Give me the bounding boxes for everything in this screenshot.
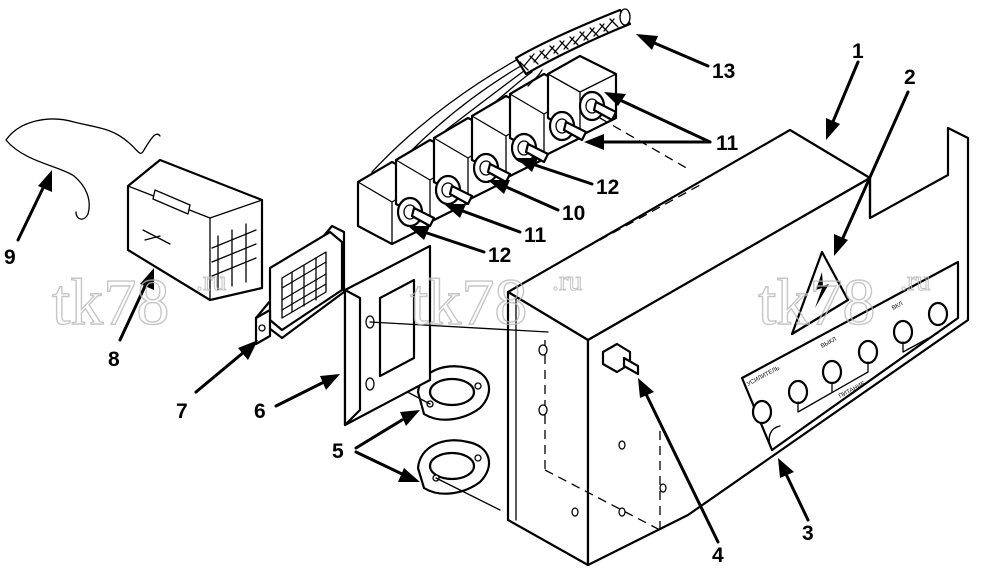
callout-5: 5 <box>332 440 344 463</box>
panel-marking-on: ВКЛ <box>891 301 904 312</box>
callout-9: 9 <box>4 246 16 269</box>
callout-3: 3 <box>802 522 814 545</box>
watermark-text-right: tk78 <box>758 266 875 339</box>
relay <box>126 158 264 302</box>
callout-arrows <box>16 34 910 544</box>
callout-labels: 1 2 3 4 5 6 7 8 9 10 11 11 12 12 13 <box>4 40 916 567</box>
callout-8: 8 <box>108 348 120 371</box>
callout-11-upper: 11 <box>716 132 739 155</box>
callout-10: 10 <box>562 202 585 225</box>
watermark-text-left: tk78 <box>52 266 169 339</box>
callout-4: 4 <box>712 544 724 567</box>
callout-12-lower: 12 <box>488 244 511 267</box>
relay-socket <box>254 224 346 346</box>
cable-sheath <box>514 8 632 76</box>
toggle-switch-1 <box>396 196 436 228</box>
callout-6: 6 <box>254 400 266 423</box>
front-panel: УСИЛИТЕЛЬ ПИТАНИЕ ВЫКЛ ВКЛ <box>740 260 960 452</box>
toggle-switch-3 <box>472 152 512 184</box>
callout-12-upper: 12 <box>596 176 619 199</box>
watermark: tk78 .ru tk78 .ru tk78 .ru <box>51 265 931 339</box>
toggle-switch-4 <box>510 132 550 164</box>
mounting-bracket <box>343 244 549 427</box>
toggle-switch-5 <box>548 110 588 142</box>
toggle-switch-6 <box>578 90 618 122</box>
toggle-switch-2 <box>434 174 474 206</box>
callout-2: 2 <box>904 66 916 89</box>
watermark-suffix-center: .ru <box>552 266 582 297</box>
box-housing <box>506 126 970 567</box>
callout-1: 1 <box>852 40 864 63</box>
transistor-plate-upper <box>416 365 490 421</box>
bolt <box>601 342 640 376</box>
callout-11-lower: 11 <box>524 224 547 247</box>
watermark-suffix-right: .ru <box>900 266 930 297</box>
high-voltage-warning-icon <box>790 250 850 336</box>
watermark-text-center: tk78 <box>410 266 527 339</box>
callout-13: 13 <box>712 60 735 83</box>
callout-7: 7 <box>176 400 188 423</box>
watermark-suffix-left: .ru <box>196 266 226 297</box>
wire <box>5 118 161 220</box>
transistor-plate-lower <box>416 439 490 495</box>
switch-block <box>356 54 691 246</box>
